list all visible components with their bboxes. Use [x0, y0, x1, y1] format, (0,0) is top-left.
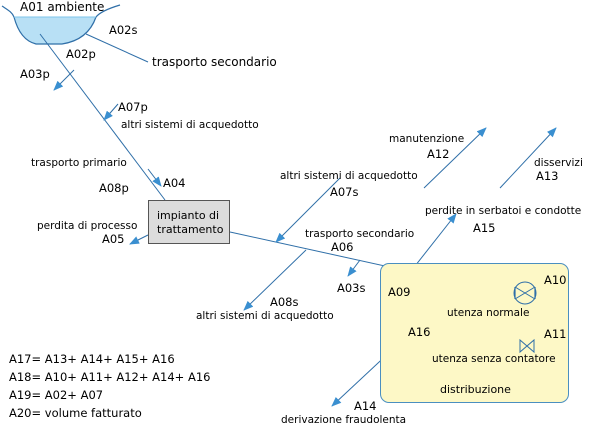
label-a11-text: utenza senza contatore [432, 353, 556, 365]
label-a11: A11 [544, 327, 567, 341]
plant-label-line1: impianto di [157, 209, 220, 222]
flow-a03s [347, 259, 361, 277]
label-a10: A10 [544, 273, 567, 287]
label-a07p-text: altri sistemi di acquedotto [121, 119, 259, 131]
distribution-box [380, 263, 569, 403]
flow-a12 [423, 127, 487, 189]
label-a05: A05 [102, 232, 125, 246]
label-a06: A06 [331, 240, 354, 254]
label-a08s: A08s [270, 295, 299, 309]
distribution-label: distribuzione [440, 383, 511, 396]
label-a08p-text: trasporto primario [31, 157, 127, 169]
formula-a17: A17= A13+ A14+ A15+ A16 [9, 352, 175, 366]
flow-a02p [39, 33, 166, 201]
label-a10-text: utenza normale [447, 307, 530, 319]
flow-a13 [499, 127, 557, 189]
label-a16: A16 [408, 325, 431, 339]
valve-icon [519, 338, 535, 354]
label-a14-text: derivazione fraudolenta [281, 414, 407, 426]
flow-a03p [53, 69, 75, 91]
source-basin [14, 17, 96, 44]
label-a15: A15 [473, 221, 496, 235]
flow-a02s [85, 33, 149, 63]
formula-a18: A18= A10+ A11+ A12+ A14+ A16 [9, 370, 211, 384]
source-label: A01 ambiente [20, 0, 104, 14]
flow-a08s [243, 249, 307, 311]
label-a08p: A08p [99, 181, 129, 195]
label-a03s: A03s [337, 281, 366, 295]
label-a09: A09 [388, 285, 411, 299]
label-a12-text: manutenzione [389, 133, 465, 145]
source-code: A01 [20, 0, 44, 14]
flow-a08p [147, 168, 162, 187]
label-a05-text: perdita di processo [37, 220, 138, 232]
label-a07s: A07s [330, 185, 359, 199]
source-name: ambiente [47, 0, 105, 14]
meter-icon [513, 281, 537, 305]
label-a04: A04 [163, 176, 186, 190]
label-a15-text: perdite in serbatoi e condotte [425, 205, 582, 217]
flow-a07p [103, 103, 119, 121]
label-a14: A14 [354, 399, 377, 413]
label-a13-text: disservizi [534, 157, 583, 169]
treatment-plant-box: impianto di trattamento [148, 200, 230, 244]
label-a06-text: trasporto secondario [305, 228, 415, 240]
label-a02p: A02p [66, 47, 96, 61]
label-a13: A13 [536, 169, 559, 183]
plant-label-line2: trattamento [157, 223, 224, 236]
source-basin-edge [1, 4, 121, 45]
formula-a20: A20= volume fatturato [9, 406, 142, 420]
label-a08s-text: altri sistemi di acquedotto [196, 310, 334, 322]
label-a02s: A02s [109, 23, 138, 37]
label-a03p: A03p [20, 67, 50, 81]
formula-a19: A19= A02+ A07 [9, 388, 104, 402]
label-a02s-text: trasporto secondario [152, 55, 277, 69]
label-a12: A12 [427, 147, 450, 161]
label-a07p: A07p [118, 100, 148, 114]
flow-a05 [129, 234, 149, 245]
flow-a07s [275, 177, 341, 243]
formula-list: A17= A13+ A14+ A15+ A16 A18= A10+ A11+ A… [9, 350, 210, 422]
label-a07s-text: altri sistemi di acquedotto [280, 170, 418, 182]
